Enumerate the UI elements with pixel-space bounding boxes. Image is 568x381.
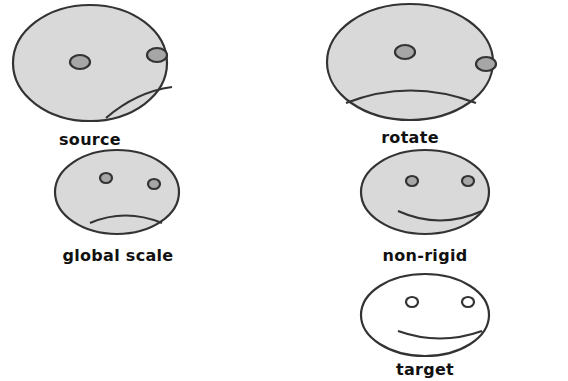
eye	[395, 45, 415, 59]
mouth	[90, 216, 162, 224]
eye	[406, 297, 418, 307]
eye	[462, 176, 474, 186]
target-face	[361, 274, 489, 356]
scaled-face	[55, 150, 179, 234]
face-label: non-rigid	[383, 248, 468, 264]
face-label: rotate	[381, 130, 439, 146]
eye	[147, 48, 167, 62]
source-face	[13, 5, 167, 121]
eye	[70, 55, 90, 69]
nonrigid-face	[361, 150, 489, 234]
eye	[148, 179, 160, 189]
rotate-face	[327, 4, 493, 120]
mouth	[106, 87, 172, 118]
face-label: source	[59, 132, 121, 148]
mouth	[398, 211, 482, 221]
eye	[462, 297, 474, 307]
mouth	[398, 331, 482, 339]
eye	[100, 173, 112, 183]
eye	[476, 57, 496, 71]
eye	[406, 176, 418, 186]
face-label: global scale	[63, 248, 174, 264]
face-label: target	[396, 362, 454, 378]
mouth	[346, 91, 476, 104]
